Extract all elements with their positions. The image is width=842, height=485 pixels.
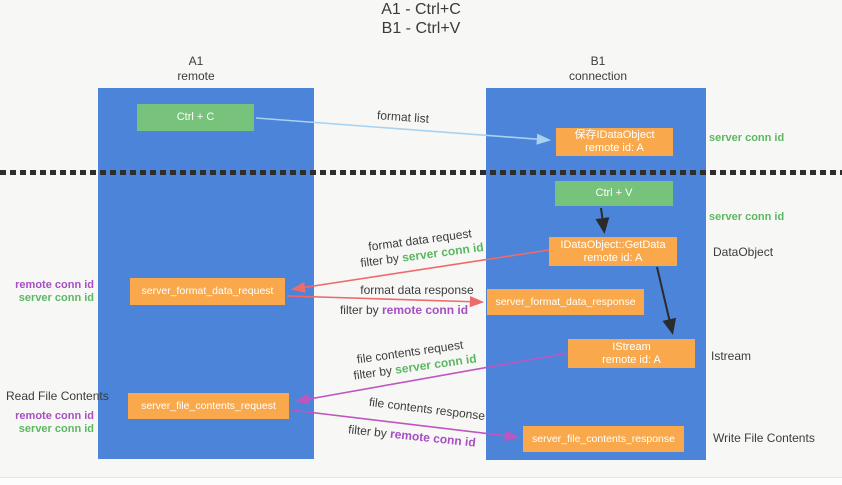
node-save-dataobject-line1: 保存IDataObject xyxy=(574,129,655,141)
lane-a-subtitle: remote xyxy=(177,69,215,83)
format-data-response-label: format data response xyxy=(360,283,474,297)
lane-b-header: B1 connection xyxy=(538,54,658,84)
lane-a-header: A1 remote xyxy=(136,54,256,84)
lane-b-name: B1 xyxy=(590,54,606,68)
remote-conn-id-key: remote conn id xyxy=(382,303,469,317)
remote-conn-id-key: remote conn id xyxy=(389,426,477,450)
left-bottom-remote-conn-id: remote conn id xyxy=(15,410,94,422)
lane-b-subtitle: connection xyxy=(568,69,628,83)
node-ctrl-c: Ctrl + C xyxy=(137,104,254,131)
node-save-dataobject: 保存IDataObject remote id: A xyxy=(556,128,673,156)
diagram-title: A1 - Ctrl+C B1 - Ctrl+V xyxy=(0,0,842,38)
filter-by-text: filter by xyxy=(347,422,388,441)
node-file-request: server_file_contents_request xyxy=(128,393,289,419)
node-getdata-line2: remote id: A xyxy=(583,251,643,264)
node-format-response-label: server_format_data_response xyxy=(495,295,636,308)
filter-by-text: filter by xyxy=(359,251,400,271)
left-bottom-server-conn-id: server conn id xyxy=(18,423,94,435)
server-conn-id-top-label: server conn id xyxy=(709,132,785,144)
format-data-response-filter-label: filter by remote conn id xyxy=(340,303,468,317)
title-line-2: B1 - Ctrl+V xyxy=(381,20,461,37)
node-ctrl-v-label: Ctrl + V xyxy=(595,187,633,199)
node-format-request-label: server_format_data_request xyxy=(141,285,274,297)
node-getdata-line1: IDataObject::GetData xyxy=(560,238,666,251)
node-save-dataobject-line2: remote id: A xyxy=(585,142,644,154)
node-file-response-label: server_file_contents_response xyxy=(531,432,675,445)
dotted-separator xyxy=(0,170,842,175)
left-mid-remote-conn-id: remote conn id xyxy=(15,279,94,291)
file-contents-response-filter-label: filter by remote conn id xyxy=(348,422,477,449)
node-getdata: IDataObject::GetData remote id: A xyxy=(549,237,677,266)
node-format-response: server_format_data_response xyxy=(487,289,644,315)
read-file-contents-label: Read File Contents xyxy=(6,389,109,403)
node-istream-line1: IStream xyxy=(612,340,651,353)
dataobject-label: DataObject xyxy=(713,245,774,259)
left-mid-conn-labels: remote conn id server conn id xyxy=(8,279,94,305)
left-mid-server-conn-id: server conn id xyxy=(18,292,94,304)
bottom-edge xyxy=(0,477,842,485)
istream-label: Istream xyxy=(711,349,752,363)
node-istream-line2: remote id: A xyxy=(602,353,661,366)
node-file-response: server_file_contents_response xyxy=(523,426,684,452)
server-conn-id-mid-label: server conn id xyxy=(709,211,785,223)
format-list-label: format list xyxy=(376,108,430,126)
file-contents-response-label: file contents response xyxy=(368,394,486,424)
node-ctrl-c-label: Ctrl + C xyxy=(176,111,215,123)
node-format-request: server_format_data_request xyxy=(130,278,285,305)
title-line-1: A1 - Ctrl+C xyxy=(381,1,461,18)
node-ctrl-v: Ctrl + V xyxy=(555,181,673,206)
left-bottom-conn-labels: remote conn id server conn id xyxy=(8,410,94,436)
node-istream: IStream remote id: A xyxy=(568,339,695,368)
lane-a-name: A1 xyxy=(188,54,204,68)
node-file-request-label: server_file_contents_request xyxy=(141,399,276,412)
filter-by-text: filter by xyxy=(339,303,379,317)
write-file-contents-label: Write File Contents xyxy=(713,431,815,445)
